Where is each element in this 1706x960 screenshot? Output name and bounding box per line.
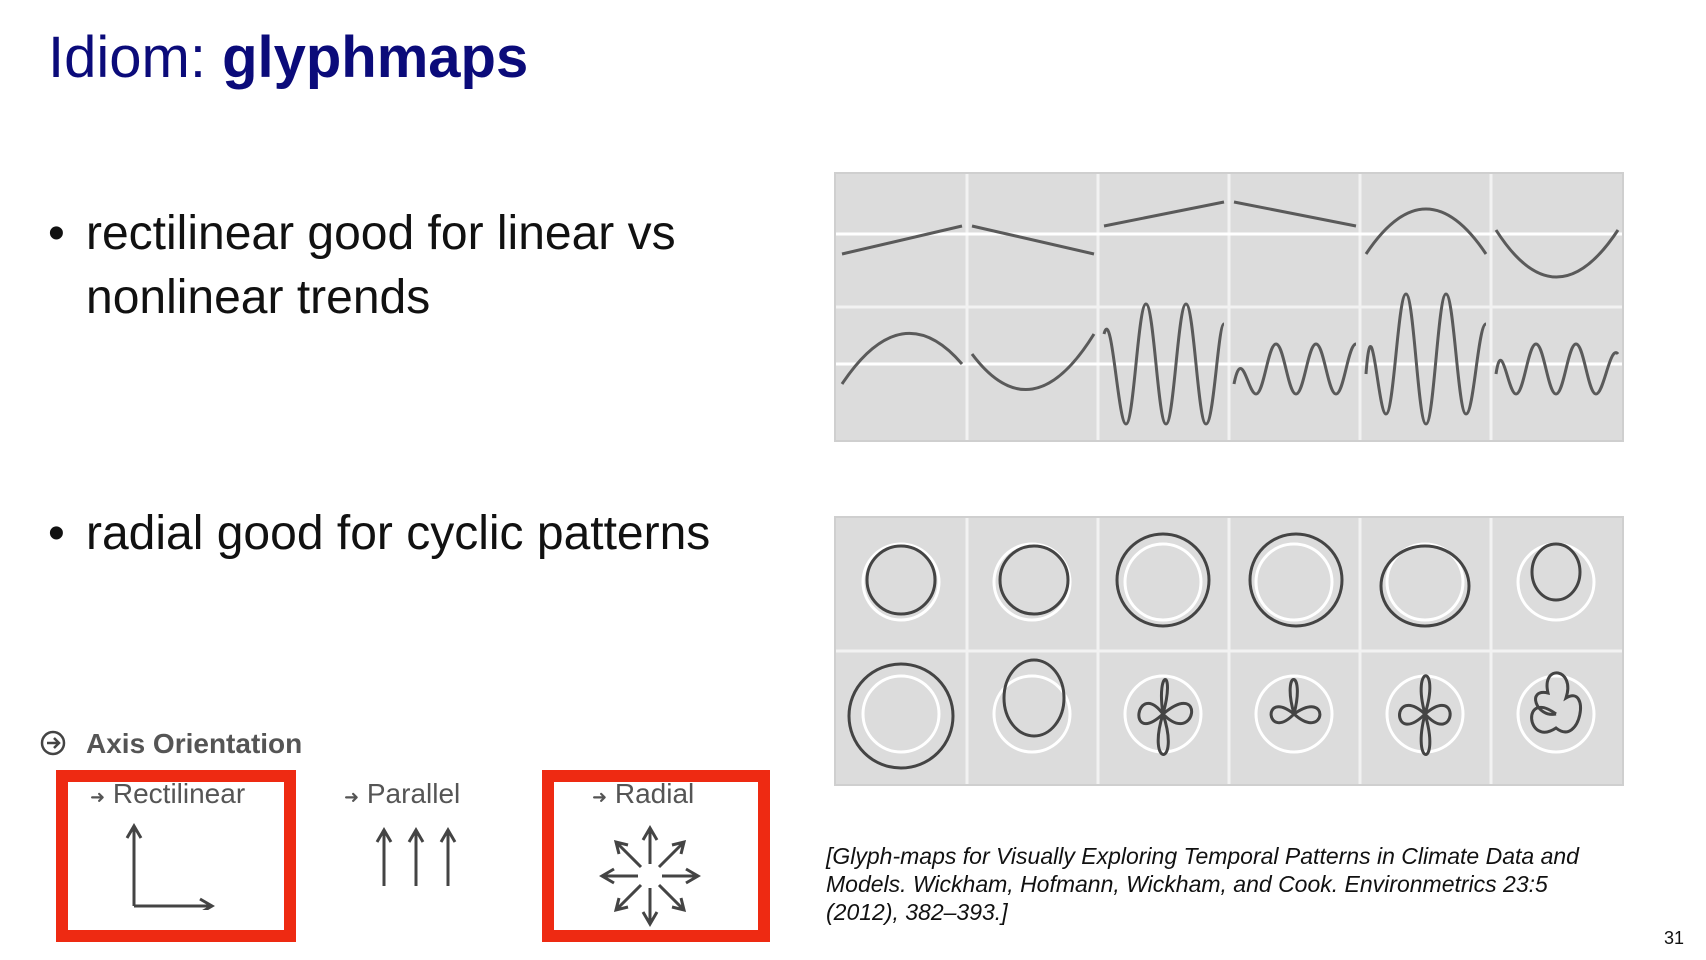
citation: [Glyph-maps for Visually Exploring Tempo…: [826, 842, 1626, 926]
parallel-label: Parallel: [366, 778, 461, 809]
rectilinear-option: ➜ Rectilinear: [90, 778, 245, 810]
arrow-circle-icon: [40, 730, 66, 756]
rectilinear-glyph-grid: [836, 174, 1622, 440]
bullet-dot: •: [48, 207, 65, 260]
radial-glyph-grid: [836, 518, 1622, 784]
slide-title: Idiom: glyphmaps: [48, 24, 528, 91]
title-keyword: glyphmaps: [222, 25, 529, 90]
bullet-text-line1: rectilinear good for linear vs: [86, 207, 676, 260]
small-arrow-icon: ➜: [90, 787, 106, 807]
page-number: 31: [1663, 928, 1684, 948]
radial-glyph-panel: [834, 516, 1624, 786]
rectilinear-glyph-panel: [834, 172, 1624, 442]
bullet-text-line1: radial good for cyclic patterns: [86, 507, 711, 560]
rectilinear-label: Rectilinear: [112, 778, 246, 809]
rectilinear-axes-icon: [125, 823, 215, 910]
radial-axes-icon: [599, 825, 701, 927]
title-prefix: Idiom:: [48, 25, 223, 90]
axis-orientation-heading: Axis Orientation: [86, 728, 303, 759]
parallel-axes-icon: [375, 827, 457, 886]
small-arrow-icon: ➜: [592, 787, 608, 807]
rectilinear-highlight-box: [56, 770, 296, 942]
citation-line3: (2012), 382–393.]: [826, 899, 1008, 925]
parallel-option: ➜ Parallel: [344, 778, 460, 810]
radial-label: Radial: [614, 778, 695, 809]
radial-highlight-box: [542, 770, 770, 942]
radial-option: ➜ Radial: [592, 778, 694, 810]
small-arrow-icon: ➜: [344, 787, 360, 807]
bullet-text-line2: nonlinear trends: [86, 271, 431, 324]
citation-line2: Models. Wickham, Hofmann, Wickham, and C…: [826, 871, 1548, 897]
bullet-dot: •: [48, 507, 65, 560]
citation-line1: [Glyph-maps for Visually Exploring Tempo…: [826, 843, 1579, 869]
